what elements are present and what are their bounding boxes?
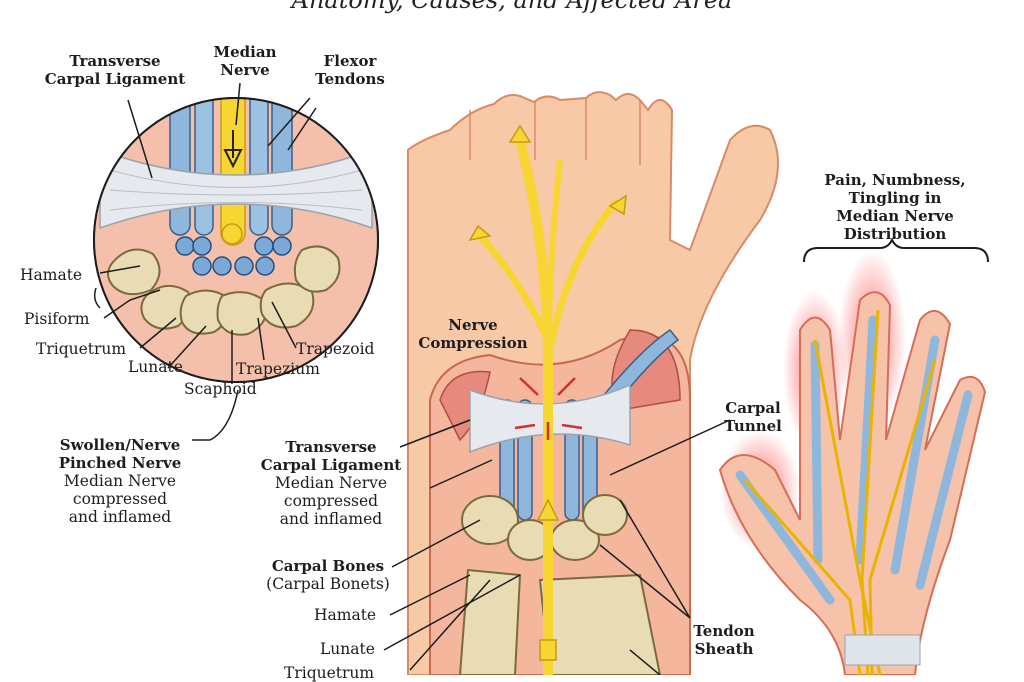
diagram-title: Anatomy, Causes, and Affected Area (291, 0, 733, 14)
label-line: Carpal Ligament (44, 70, 186, 88)
label-swollen-nerve: Swollen/Nerve Pinched Nerve Median Nerve… (45, 436, 195, 526)
label-carpal-tunnel: Carpal Tunnel (708, 399, 798, 435)
cross-section-view (93, 82, 379, 441)
label-tendon-sheath: Tendon Sheath (684, 622, 764, 658)
label-line: Sheath (694, 640, 754, 658)
label-line: Tendons (315, 70, 385, 88)
label-line: Median (213, 43, 277, 61)
label-hamate-wrist: Hamate (314, 606, 377, 624)
label-scaphoid: Scaphoid (184, 380, 257, 398)
label-triquetrum-wrist: Triquetrum (284, 664, 375, 682)
label-transverse-carpal-ligament: Transverse Carpal Ligament (40, 52, 190, 88)
label-pisiform: Pisiform (24, 310, 90, 328)
label-nerve-compression: Nerve Compression (408, 316, 538, 352)
label-wrist-ligament: Transverse Carpal Ligament Median Nerve … (256, 438, 406, 528)
label-lunate-cross: Lunate (128, 358, 183, 376)
label-line: Flexor (323, 52, 377, 70)
label-line: Pain, Numbness, (824, 171, 966, 189)
label-median-nerve: Median Nerve (200, 43, 290, 79)
label-line: Nerve (220, 61, 270, 79)
label-flexor-tendons: Flexor Tendons (305, 52, 395, 88)
wrist-view (383, 91, 779, 675)
label-line: Median Nerve (274, 474, 388, 492)
label-line: Transverse (69, 52, 161, 70)
label-line: Tunnel (724, 417, 782, 435)
label-line: Tingling in (848, 189, 942, 207)
label-line: Tendon (693, 622, 755, 640)
label-line: Median Nerve (63, 472, 177, 490)
hand-view (718, 237, 989, 675)
label-line: Distribution (843, 225, 947, 243)
label-carpal-bones: Carpal Bones (Carpal Bonets) (258, 557, 398, 593)
label-line: and inflamed (279, 510, 383, 528)
label-line: Carpal (725, 399, 781, 417)
label-line: (Carpal Bonets) (266, 575, 390, 593)
label-line: compressed (283, 492, 379, 510)
label-line: Transverse (285, 438, 377, 456)
label-line: Median Nerve (836, 207, 954, 225)
label-trapezium: Trapezium (236, 360, 320, 378)
label-line: Carpal Ligament (260, 456, 402, 474)
label-symptoms: Pain, Numbness, Tingling in Median Nerve… (810, 171, 980, 243)
label-triquetrum-cross: Triquetrum (36, 340, 127, 358)
label-line: Swollen/Nerve (59, 436, 181, 454)
label-lunate-wrist: Lunate (320, 640, 375, 658)
label-line: and inflamed (68, 508, 172, 526)
label-trapezoid: Trapezoid (296, 340, 375, 358)
label-hamate-cross: Hamate (20, 266, 83, 284)
label-line: Compression (418, 334, 528, 352)
label-line: Nerve (448, 316, 498, 334)
label-line: compressed (72, 490, 168, 508)
label-line: Carpal Bones (271, 557, 385, 575)
label-line: Pinched Nerve (58, 454, 182, 472)
